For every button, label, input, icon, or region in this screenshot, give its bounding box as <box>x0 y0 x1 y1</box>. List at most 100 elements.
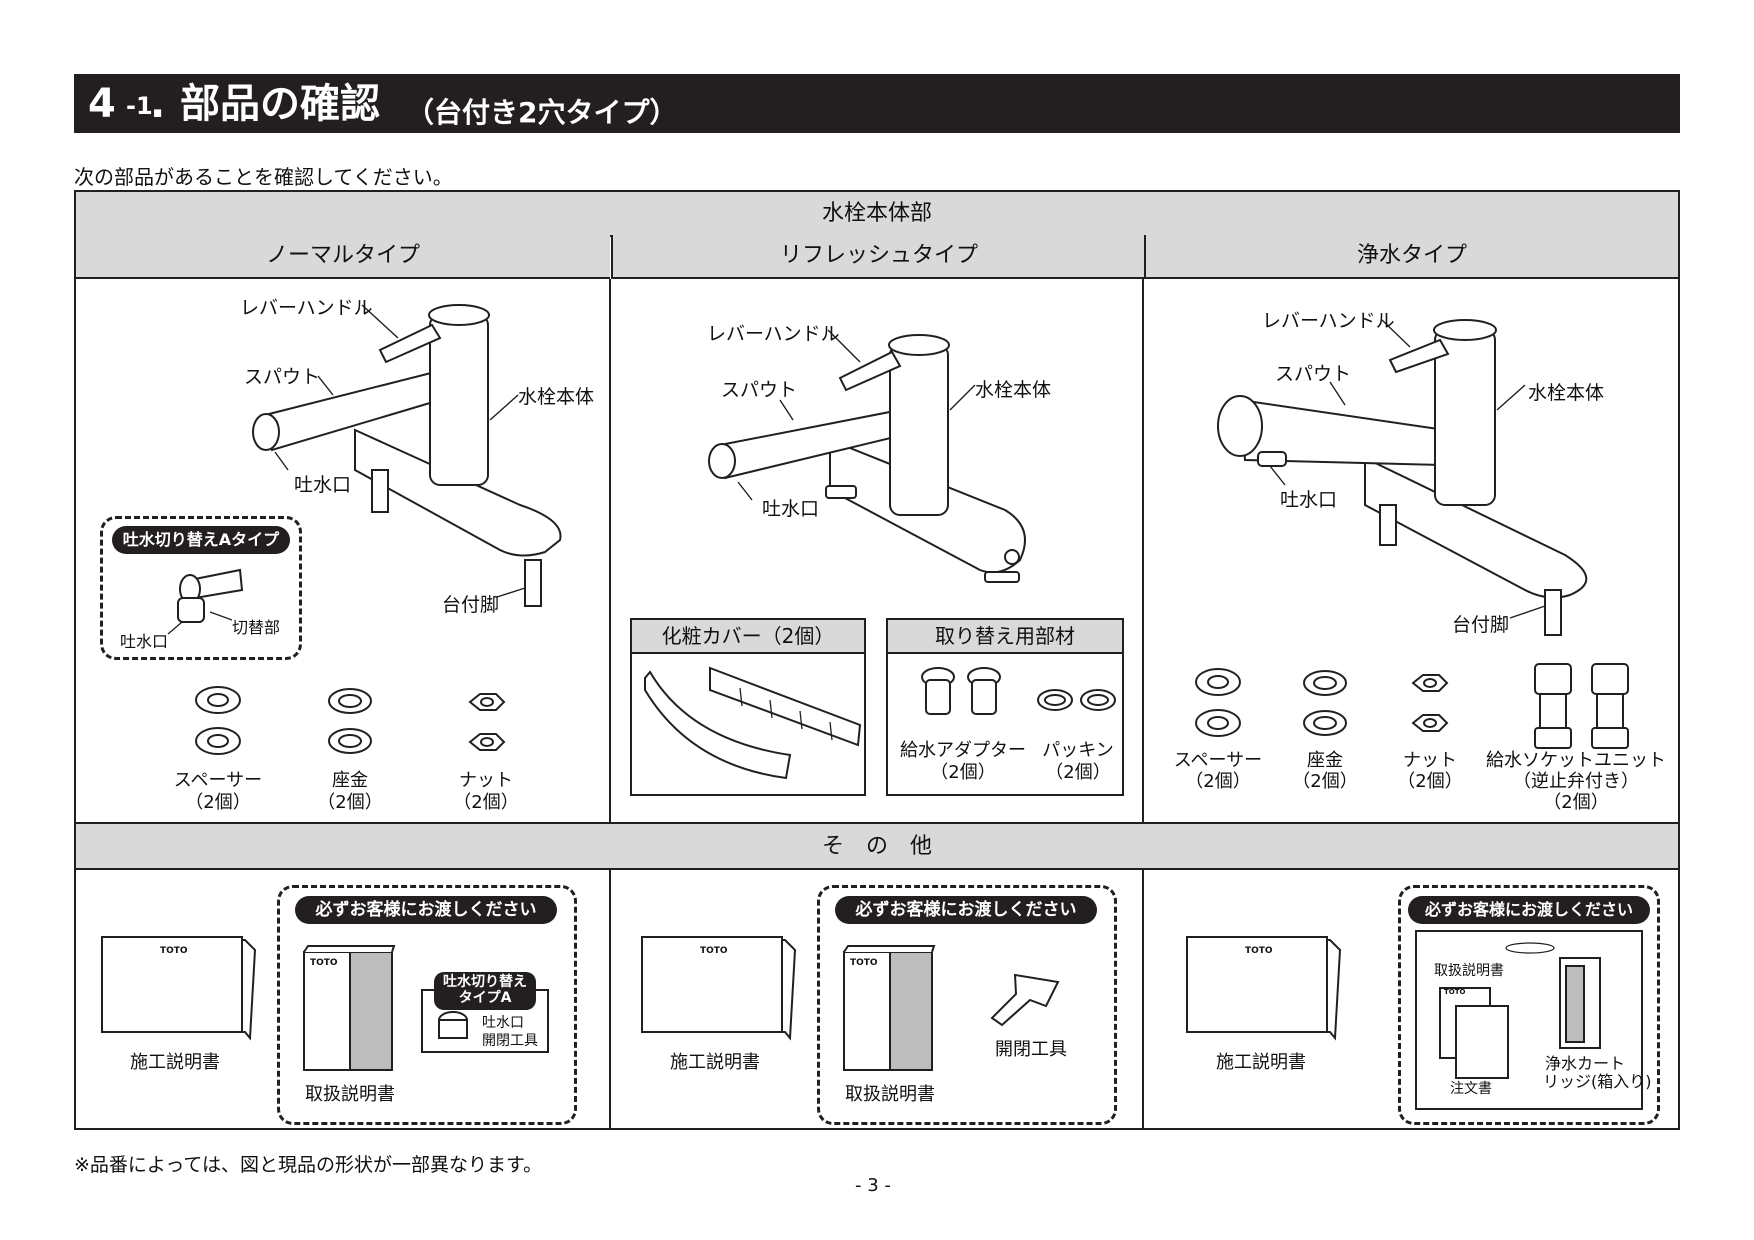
hand-to-customer-pill: 必ずお客様にお渡しください <box>1408 896 1650 924</box>
adapter-qty: （2個） <box>930 762 996 783</box>
cartridge-label: 浄水カート リッジ(箱入り) <box>1543 1054 1652 1091</box>
refresh-label-spout: スパウト <box>721 379 798 401</box>
purifier-label-body: 水栓本体 <box>1528 382 1605 404</box>
socket-note: （逆止弁付き） <box>1513 771 1639 792</box>
order-form-label: 注文書 <box>1450 1081 1492 1097</box>
normal-label-lever: レバーハンドル <box>240 297 373 319</box>
normal-label-leg: 台付脚 <box>442 594 500 616</box>
install-manual-label: 施工説明書 <box>1216 1052 1306 1073</box>
user-manual-brand: TOTO <box>310 958 338 968</box>
section-title-bar <box>74 74 1680 133</box>
hand-to-customer-pill: 必ずお客様にお渡しください <box>295 896 557 924</box>
purifier-spacer-name: スペーサー <box>1173 750 1263 771</box>
replace-box: 取り替え用部材 <box>886 618 1124 796</box>
page-number: - 3 - <box>855 1175 891 1196</box>
purifier-label-spout: スパウト <box>1275 363 1352 385</box>
adapter-name: 給水アダプター <box>900 740 1026 761</box>
install-manual-brand: TOTO <box>1245 946 1273 956</box>
tool-tag-line2: タイプA <box>458 990 512 1006</box>
install-manual-brand: TOTO <box>700 946 728 956</box>
hand-to-customer-box <box>817 885 1117 1125</box>
tool-tag-line1: 吐水切り替え <box>443 974 527 990</box>
replace-box-title: 取り替え用部材 <box>888 620 1122 654</box>
divider <box>1142 279 1144 822</box>
section-title-paren: （台付き2穴タイプ） <box>406 96 678 129</box>
purifier-label-outlet: 吐水口 <box>1280 489 1338 511</box>
socket-qty: （2個） <box>1543 792 1609 813</box>
switch-a-switch-label: 切替部 <box>232 618 281 637</box>
hand-to-customer-box <box>277 885 577 1125</box>
normal-nut-qty: （2個） <box>453 792 519 813</box>
install-manual-brand: TOTO <box>160 946 188 956</box>
divider <box>609 279 611 822</box>
switch-a-box <box>100 516 302 660</box>
packing-name: パッキン <box>1042 740 1114 761</box>
user-manual-brand: TOTO <box>850 958 878 968</box>
normal-label-body: 水栓本体 <box>518 386 595 408</box>
cover-box: 化粧カバー（2個） <box>630 618 866 796</box>
user-manual-label: 取扱説明書 <box>1434 963 1504 979</box>
hand-to-customer-pill: 必ずお客様にお渡しください <box>835 896 1097 924</box>
tool-label: 開閉工具 <box>995 1039 1067 1060</box>
footnote: ※品番によっては、図と現品の形状が一部異なります。 <box>74 1154 543 1176</box>
purifier-nut-qty: （2個） <box>1397 771 1463 792</box>
switch-a-title: 吐水切り替えAタイプ <box>112 526 290 554</box>
user-manual-label: 取扱説明書 <box>845 1084 935 1105</box>
tool-tag: 吐水切り替え タイプA <box>434 972 536 1010</box>
divider <box>1142 870 1144 1128</box>
purifier-label-leg: 台付脚 <box>1452 614 1510 636</box>
normal-label-outlet: 吐水口 <box>294 474 352 496</box>
section-title: 部品の確認 <box>180 81 380 127</box>
normal-spacer-qty: （2個） <box>185 792 251 813</box>
normal-nut-name: ナット <box>459 770 513 791</box>
purifier-label-lever: レバーハンドル <box>1262 310 1395 332</box>
purifier-spacer-qty: （2個） <box>1185 771 1251 792</box>
purifier-nut-name: ナット <box>1403 750 1457 771</box>
purifier-washer-qty: （2個） <box>1292 771 1358 792</box>
tool-label-line2: 開閉工具 <box>482 1033 538 1049</box>
cover-box-title: 化粧カバー（2個） <box>632 620 864 654</box>
purifier-washer-name: 座金 <box>1307 750 1343 771</box>
purifier-packet-box <box>1415 930 1643 1110</box>
section-number: 4 <box>88 81 116 127</box>
normal-label-spout: スパウト <box>244 366 321 388</box>
cartridge-label-line1: 浄水カート <box>1544 1054 1625 1073</box>
normal-washer-name: 座金 <box>332 770 368 791</box>
cartridge-label-line2: リッジ(箱入り) <box>1543 1072 1652 1091</box>
intro-text: 次の部品があることを確認してください。 <box>74 165 453 189</box>
install-manual-label: 施工説明書 <box>670 1052 760 1073</box>
install-manual-label: 施工説明書 <box>130 1052 220 1073</box>
user-manual-label: 取扱説明書 <box>305 1084 395 1105</box>
other-header: そ の 他 <box>76 822 1678 870</box>
col-normal-header: ノーマルタイプ <box>76 235 610 279</box>
user-manual-brand: TOTO <box>1444 988 1466 996</box>
socket-name: 給水ソケットユニット <box>1486 750 1666 771</box>
refresh-label-lever: レバーハンドル <box>707 323 840 345</box>
tool-label-line1: 吐水口 <box>482 1015 524 1031</box>
col-refresh-header: リフレッシュタイプ <box>611 235 1145 279</box>
section-sub-number: -1 <box>126 92 153 120</box>
section-period: . <box>150 81 166 127</box>
col-purifier-header: 浄水タイプ <box>1144 235 1678 279</box>
switch-a-outlet-label: 吐水口 <box>120 632 169 651</box>
refresh-label-body: 水栓本体 <box>975 379 1052 401</box>
normal-washer-qty: （2個） <box>317 792 383 813</box>
refresh-label-outlet: 吐水口 <box>762 498 820 520</box>
hand-to-customer-box <box>1398 885 1660 1125</box>
divider <box>609 870 611 1128</box>
parts-table: 水栓本体部 ノーマルタイプ リフレッシュタイプ 浄水タイプ そ の 他 <box>74 190 1680 1130</box>
packing-qty: （2個） <box>1045 762 1111 783</box>
normal-spacer-name: スペーサー <box>173 770 263 791</box>
